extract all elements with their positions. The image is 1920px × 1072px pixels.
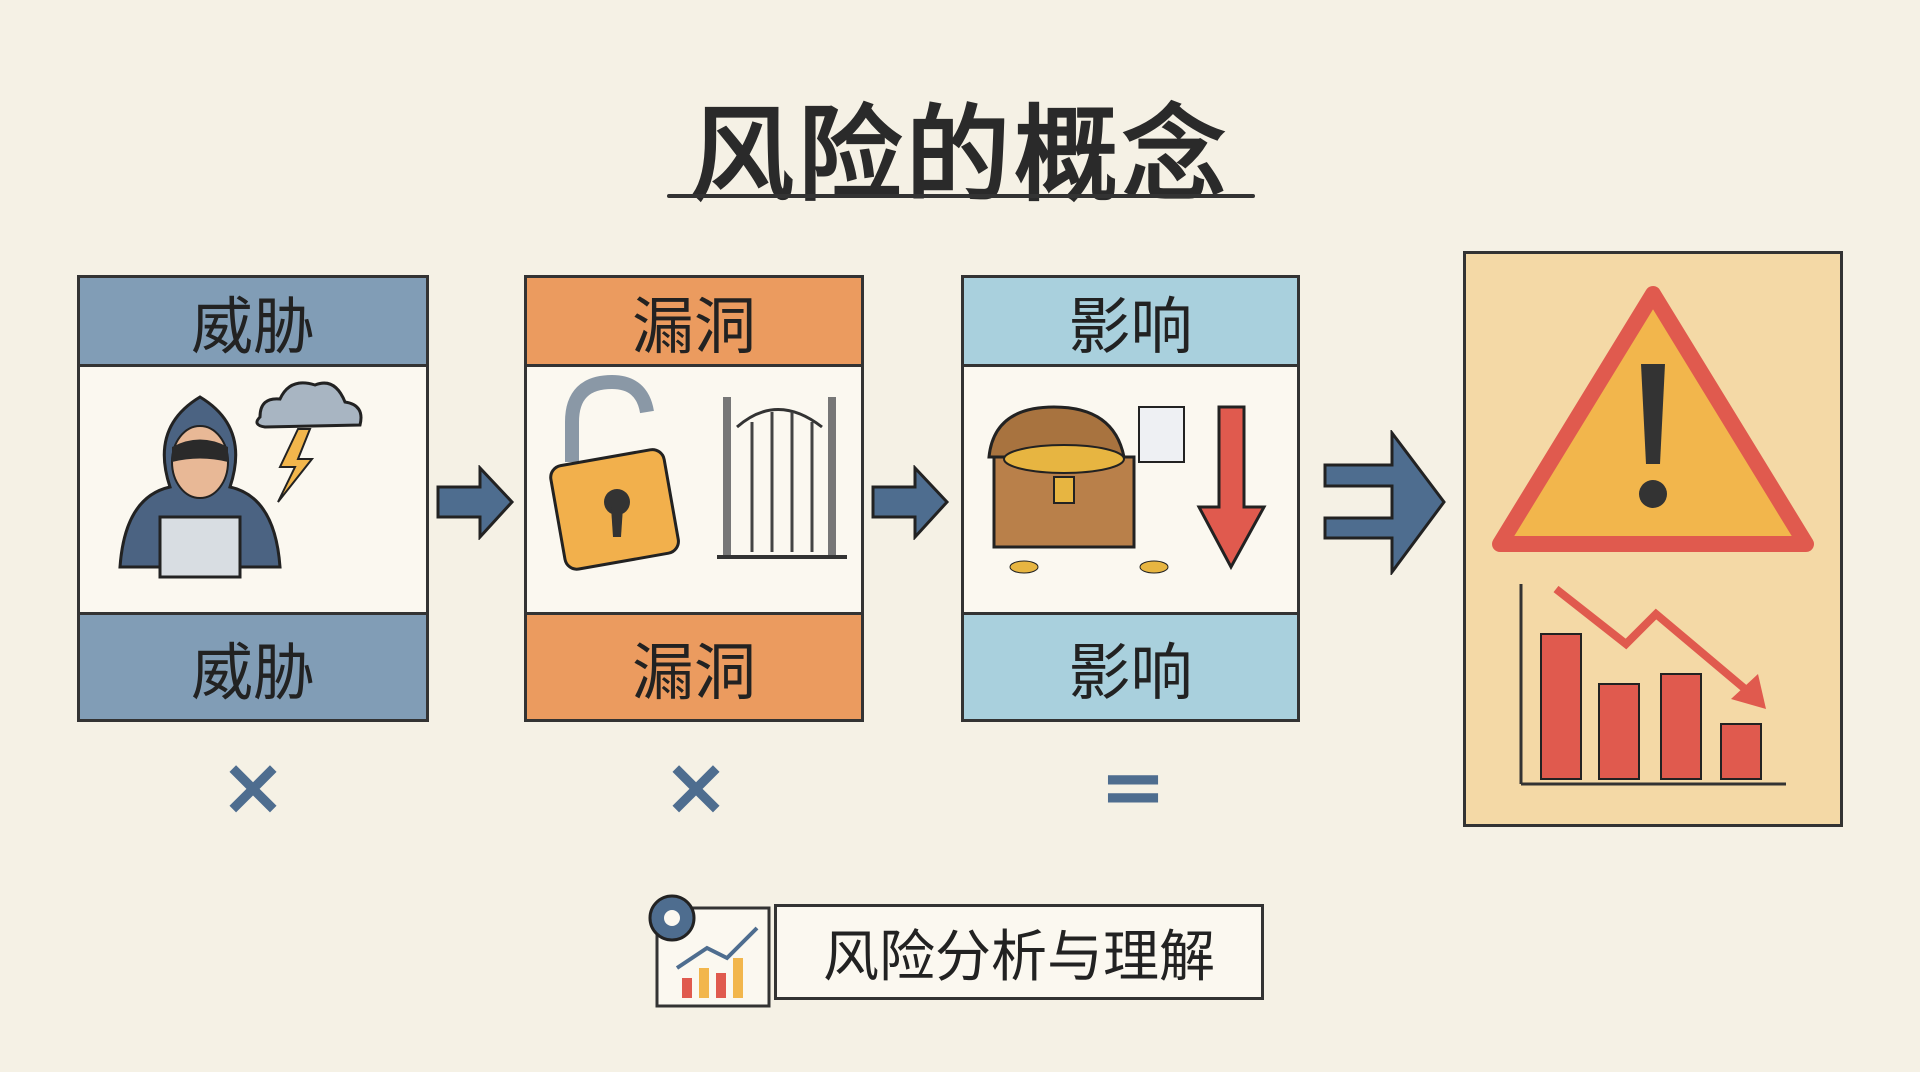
vulnerability-card: 漏洞 漏洞 <box>524 275 864 722</box>
risk-result-card <box>1463 251 1843 827</box>
double-arrow-right-icon <box>1323 430 1446 575</box>
threat-header: 威胁 <box>80 278 426 367</box>
arrow-right-icon <box>871 465 950 540</box>
gear-chart-icon <box>648 894 771 1008</box>
impact-header: 影响 <box>964 278 1297 367</box>
summary-label: 风险分析与理解 <box>774 904 1264 1000</box>
multiply-operator: × <box>662 740 730 833</box>
impact-card: 影响 影响 <box>961 275 1300 722</box>
vulnerability-header: 漏洞 <box>527 278 861 367</box>
threat-footer: 威胁 <box>80 612 426 719</box>
vulnerability-footer: 漏洞 <box>527 612 861 719</box>
hacker-storm-icon <box>80 367 426 612</box>
treasure-loss-icon <box>964 367 1297 612</box>
multiply-operator: × <box>219 740 287 833</box>
threat-card: 威胁 威胁 <box>77 275 429 722</box>
equals-operator: = <box>1099 740 1167 833</box>
impact-footer: 影响 <box>964 612 1297 719</box>
arrow-right-icon <box>436 465 515 540</box>
page-title: 风险的概念 <box>689 94 1230 216</box>
broken-lock-icon <box>527 367 861 612</box>
title-underline <box>667 194 1255 198</box>
warning-chart-icon <box>1492 286 1814 786</box>
